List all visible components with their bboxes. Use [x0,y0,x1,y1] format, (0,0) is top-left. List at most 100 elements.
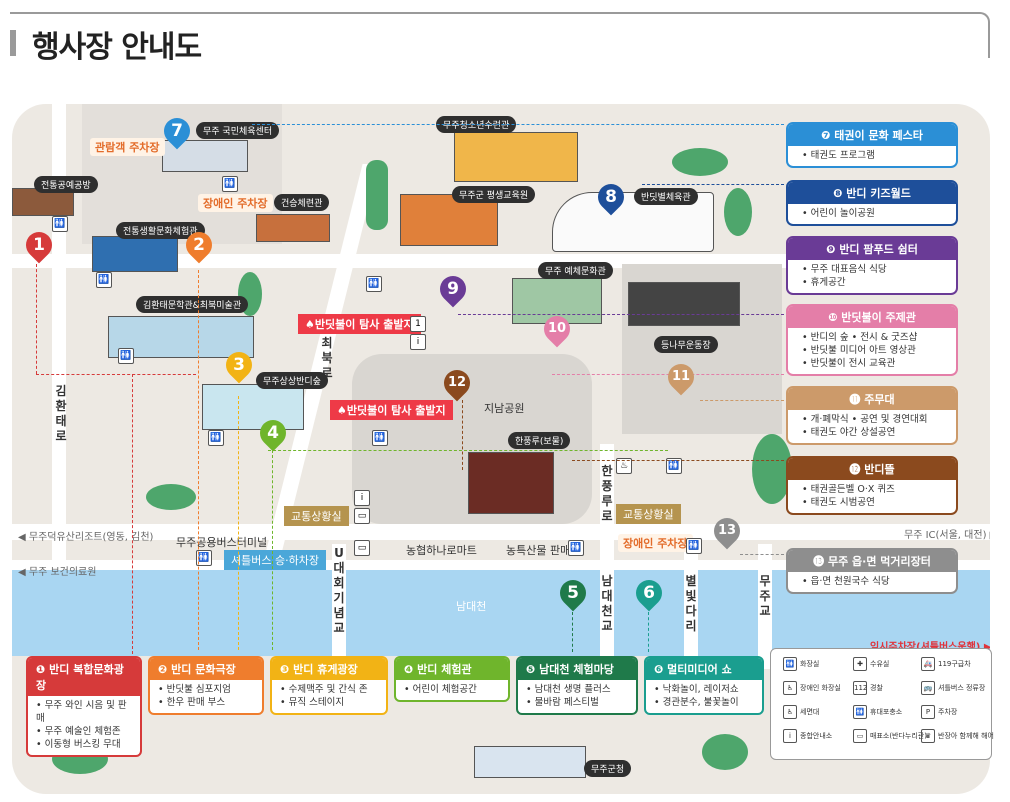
card-7[interactable]: ❼ 태권이 문화 페스타 태권도 프로그램 [786,122,958,168]
card-item: 어린이 놀이공원 [802,207,948,220]
card-9-title: ❾ 반디 팜푸드 쉼터 [788,238,956,260]
sink-icon: ♨ [616,458,632,474]
card-item: 태권골든벨 O·X 퀴즈 [802,483,948,496]
direction-left-top: ◀ 무주덕유산리조트(영동, 김천) [18,532,154,543]
legend-label: 반장아 함께해 해어 [938,732,994,740]
card-8[interactable]: ❽ 반디 키즈월드 어린이 놀이공원 [786,180,958,226]
building-main-stage [628,282,740,326]
card-6-title: ❻ 멀티미디어 쇼 [646,658,762,680]
marker-12[interactable]: 12 [438,364,476,402]
label-namdae-bridge: 남대천교 [601,574,613,633]
legend-label: 세면대 [800,708,820,716]
restroom-icon: 🚻 [686,538,702,554]
connector-2 [198,270,199,650]
connector-9 [458,314,784,315]
connector-6 [648,612,649,652]
card-item: 반딧불 심포지엄 [158,683,254,696]
marker-9[interactable]: 9 [434,270,472,308]
event-map: 남대천 김환태로 최북로 한풍루로 U대회기념교 남대천교 별빛다리 무주교 ◀… [12,104,990,794]
card-2-title: ❷ 반디 문화극장 [150,658,262,680]
card-3[interactable]: ❸ 반디 휴게광장 수제맥주 및 간식 존 뮤직 스테이지 [270,656,388,715]
card-6[interactable]: ❻ 멀티미디어 쇼 낙화놀이, 레이저쇼 경관분수, 불꽃놀이 [644,656,764,715]
marker-4[interactable]: 4 [254,414,292,452]
restroom-icon: 🚻 [666,458,682,474]
card-item: 태권도 프로그램 [802,149,948,162]
label-u-bridge: U대회기념교 [333,546,345,635]
card-item: 반딧불 미디어 아트 영상관 [802,344,948,357]
label-farm-market: 농특산물 판매장 [506,544,581,557]
firefly-start-2: ♠반딧불이 탐사 출발지 [330,400,453,420]
card-11[interactable]: ⓫ 주무대 개·폐막식 • 공연 및 경연대회 태권도 야간 상설공연 [786,386,958,445]
restroom-icon: 🚻 [118,348,134,364]
marker-13[interactable]: 13 [708,512,746,550]
restroom-icon: 🚻 [783,657,797,671]
card-13-body: 읍·면 천원국수 식당 [788,572,956,592]
legend-label: 화장실 [800,660,820,668]
label-gymnasium: 무주 국민체육센터 [196,122,280,139]
card-item: 읍·면 천원국수 식당 [802,575,948,588]
nursing-icon: ✚ [853,657,867,671]
tree [146,484,196,510]
marker-2[interactable]: 2 [180,226,218,264]
connector-4 [272,450,273,650]
card-10[interactable]: ❿ 반딧불이 주제관 반디의 숲 • 전시 & 굿즈샵 반딧불 미디어 아트 영… [786,304,958,376]
building-folk-hall [256,214,330,242]
card-2-body: 반딧불 심포지엄 한우 판매 부스 [150,680,262,713]
direction-left-bottom: ◀ 무주 보건의료원 [18,567,97,578]
building-sangsang [202,384,304,430]
card-item: 태권도 야간 상설공연 [802,426,948,439]
restroom-icon: 🚻 [52,216,68,232]
traffic-room-2: 교통상황실 [616,504,681,524]
disabled-parking-1: 장애인 주차장 [198,194,273,212]
card-12[interactable]: ⓬ 반디뜰 태권골든벨 O·X 퀴즈 태권도 시범공연 [786,456,958,515]
marker-7[interactable]: 7 [158,112,196,150]
legend-item: 🚻휴대포충소 [853,705,902,719]
restroom-icon: 🚻 [366,276,382,292]
ticket-icon: ▭ [853,729,867,743]
label-kimhwan-road: 김환태로 [55,384,67,443]
marker-8[interactable]: 8 [592,178,630,216]
marker-11[interactable]: 11 [662,358,700,396]
card-4[interactable]: ❹ 반디 체험관 어린이 체험공간 [394,656,510,702]
legend-item: ▭매표소(반다누리관) [853,729,927,743]
restroom-icon: 🚻 [96,272,112,288]
title-frame [10,12,990,58]
legend-item: 🚌셔틀버스 정류장 [921,681,985,695]
card-9[interactable]: ❾ 반디 팜푸드 쉼터 무주 대표음식 식당 휴게공간 [786,236,958,295]
connector-5 [572,612,573,652]
card-item: 한우 판매 부스 [158,696,254,709]
card-7-body: 태권도 프로그램 [788,146,956,166]
police-icon: 112 [853,681,867,695]
marker-5[interactable]: 5 [554,574,592,612]
label-nonghyup: 농협하나로마트 [406,544,477,557]
marker-1[interactable]: 1 [20,226,58,264]
card-13[interactable]: ⓭ 무주 읍·면 먹거리장터 읍·면 천원국수 식당 [786,548,958,594]
road-kimhwan [52,104,66,574]
card-6-body: 낙화놀이, 레이저쇼 경관분수, 불꽃놀이 [646,680,762,713]
card-5[interactable]: ❺ 남대천 체험마당 남대천 생명 플러스 물바람 페스티벌 [516,656,638,715]
label-bus-terminal: 무주공용버스터미널 [176,536,268,549]
card-10-title: ❿ 반딧불이 주제관 [788,306,956,328]
main-road-top [12,524,990,540]
bridge-muju [758,544,772,669]
card-item: 반딧불이 전시 교육관 [802,357,948,370]
card-2[interactable]: ❷ 반디 문화극장 반딧불 심포지엄 한우 판매 부스 [148,656,264,715]
marker-3[interactable]: 3 [220,346,258,384]
legend-label: 종합안내소 [800,732,833,740]
legend-item: ✚수유실 [853,657,889,671]
connector-1 [36,374,196,375]
restroom-icon: 🚻 [208,430,224,446]
legend-label: 장애인 화장실 [800,684,841,692]
label-traditional-life: 전통생활문화체험관 [116,222,205,239]
card-1[interactable]: ❶ 반디 복합문화광장 무주 와인 시음 및 판매 무주 예술인 체험존 이동형… [26,656,142,757]
card-item: 수제맥주 및 간식 존 [280,683,378,696]
info-icon: i [410,334,426,350]
legend-item: 🚑119구급차 [921,657,971,671]
bridge-namdae [600,544,614,669]
marker-10[interactable]: 10 [538,310,576,348]
label-byeolbit-bridge: 별빛다리 [685,574,697,633]
card-7-title: ❼ 태권이 문화 페스타 [788,124,956,146]
restroom-icon: 🚻 [372,430,388,446]
card-5-body: 남대천 생명 플러스 물바람 페스티벌 [518,680,636,713]
marker-6[interactable]: 6 [630,574,668,612]
